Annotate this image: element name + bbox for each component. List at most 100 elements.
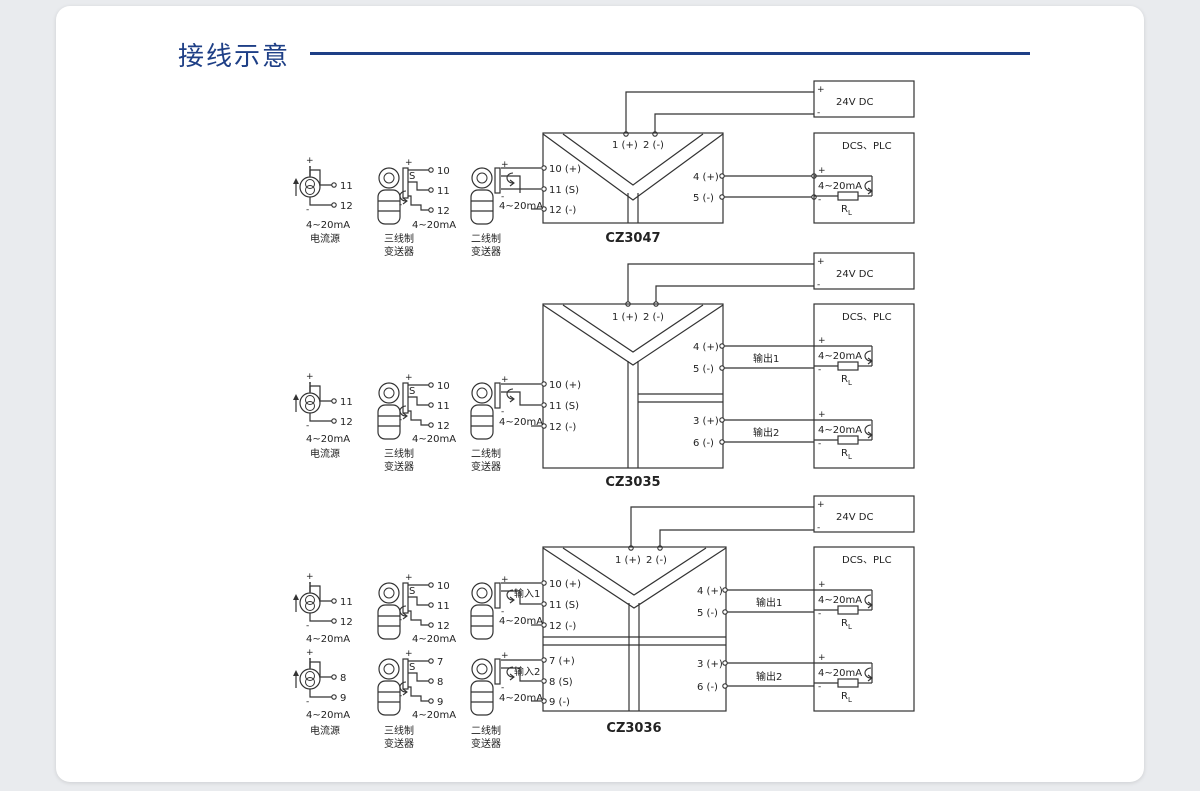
resistor-subscript: L bbox=[848, 209, 852, 217]
plus-mark: + bbox=[405, 158, 413, 168]
terminal-number: 9 bbox=[340, 693, 346, 704]
resistor-icon bbox=[837, 678, 859, 688]
port-label: 8 (S) bbox=[549, 677, 573, 688]
terminal bbox=[331, 598, 337, 604]
plus-mark: + bbox=[818, 166, 826, 176]
resistor-label: R bbox=[841, 204, 848, 215]
terminal bbox=[722, 609, 728, 615]
current-source-inner-icon bbox=[305, 179, 315, 189]
current-source-inner-icon bbox=[305, 677, 315, 687]
transmitter-body-icon bbox=[470, 604, 494, 640]
terminal-number: 8 bbox=[340, 673, 346, 684]
plus-mark: + bbox=[306, 156, 314, 166]
loop-arrow-icon bbox=[399, 681, 407, 693]
transmitter-body-icon bbox=[470, 404, 494, 440]
minus-mark: - bbox=[399, 691, 402, 701]
wire bbox=[408, 410, 429, 426]
port-label: 1 (+) bbox=[615, 555, 641, 566]
current-source-inner-icon bbox=[305, 185, 315, 195]
plus-mark: + bbox=[818, 410, 826, 420]
device-name: 二线制 bbox=[471, 447, 501, 460]
current-source-group bbox=[293, 176, 321, 198]
module-partition bbox=[562, 547, 707, 596]
output-label: 输出2 bbox=[756, 670, 782, 683]
wire bbox=[309, 385, 332, 402]
wire bbox=[654, 113, 814, 134]
model-label: CZ3035 bbox=[605, 475, 660, 490]
terminal bbox=[331, 398, 337, 404]
current-source-inner-icon bbox=[305, 671, 315, 681]
terminal bbox=[541, 622, 547, 628]
resistor-icon bbox=[837, 605, 859, 615]
transmitter-head-icon bbox=[378, 167, 400, 189]
device-name: 二线制 bbox=[471, 232, 501, 245]
current-label: 4~20mA bbox=[306, 634, 350, 645]
arrow-head-icon bbox=[509, 673, 515, 681]
transmitter-head-icon bbox=[378, 658, 400, 680]
arrow-head-icon bbox=[402, 612, 408, 620]
terminal bbox=[719, 417, 725, 423]
terminal bbox=[719, 173, 725, 179]
current-label: 4~20mA bbox=[499, 201, 543, 212]
current-label: 4~20mA bbox=[499, 693, 543, 704]
output-label: 输出1 bbox=[753, 352, 779, 365]
loop-arrow-icon bbox=[864, 180, 872, 192]
output-label: 输出1 bbox=[756, 596, 782, 609]
current-label: 4~20mA bbox=[818, 181, 862, 192]
device-name: 变送器 bbox=[471, 460, 501, 473]
minus-mark: - bbox=[399, 615, 402, 625]
wire bbox=[501, 175, 541, 190]
wire bbox=[408, 686, 429, 702]
wire bbox=[408, 672, 429, 682]
terminal bbox=[541, 678, 547, 684]
minus-mark: - bbox=[399, 200, 402, 210]
current-label: 4~20mA bbox=[306, 220, 350, 231]
current-label: 4~20mA bbox=[818, 595, 862, 606]
loop-arrow-icon bbox=[864, 594, 872, 606]
current-label: 4~20mA bbox=[818, 668, 862, 679]
terminal-number: 12 bbox=[437, 206, 450, 217]
plus-mark: + bbox=[817, 500, 825, 510]
terminal bbox=[541, 186, 547, 192]
plus-mark: + bbox=[818, 336, 826, 346]
transmitter-body-icon bbox=[470, 189, 494, 225]
terminal bbox=[331, 418, 337, 424]
plus-mark: + bbox=[405, 649, 413, 659]
port-label: 10 (+) bbox=[549, 579, 581, 590]
wire bbox=[625, 91, 814, 134]
port-label: 6 (-) bbox=[697, 682, 718, 693]
plus-mark: + bbox=[306, 572, 314, 582]
power-supply-label: 24V DC bbox=[836, 512, 873, 523]
plus-mark: + bbox=[501, 375, 509, 385]
transmitter-dial-icon bbox=[476, 172, 488, 184]
wire bbox=[408, 610, 429, 626]
loop-arrow-icon bbox=[864, 350, 872, 362]
terminal bbox=[541, 601, 547, 607]
module-partition bbox=[542, 547, 727, 609]
dcs-box bbox=[813, 132, 915, 224]
arrow-head-icon bbox=[867, 674, 873, 682]
loop-arrow-icon bbox=[399, 190, 407, 202]
current-label: 4~20mA bbox=[818, 351, 862, 362]
wire bbox=[501, 391, 541, 406]
loop-arrow-icon bbox=[506, 388, 514, 400]
dcs-label: DCS、PLC bbox=[842, 555, 892, 566]
content-card bbox=[56, 6, 1144, 782]
terminal-number: 10 bbox=[437, 166, 450, 177]
transmitter-body-icon bbox=[470, 680, 494, 716]
terminal bbox=[428, 602, 434, 608]
minus-mark: - bbox=[818, 195, 821, 205]
transmitter-block bbox=[494, 382, 501, 409]
terminal-number: 12 bbox=[340, 617, 353, 628]
minus-mark: - bbox=[501, 607, 504, 617]
power-supply-box bbox=[813, 80, 915, 118]
wire bbox=[655, 285, 814, 304]
port-label: 11 (S) bbox=[549, 401, 579, 412]
port-label: 10 (+) bbox=[549, 380, 581, 391]
module-partition bbox=[562, 133, 704, 186]
port-label: 9 (-) bbox=[549, 697, 570, 708]
port-label: 12 (-) bbox=[549, 621, 576, 632]
terminal bbox=[541, 657, 547, 663]
current-source-inner-icon bbox=[305, 395, 315, 405]
